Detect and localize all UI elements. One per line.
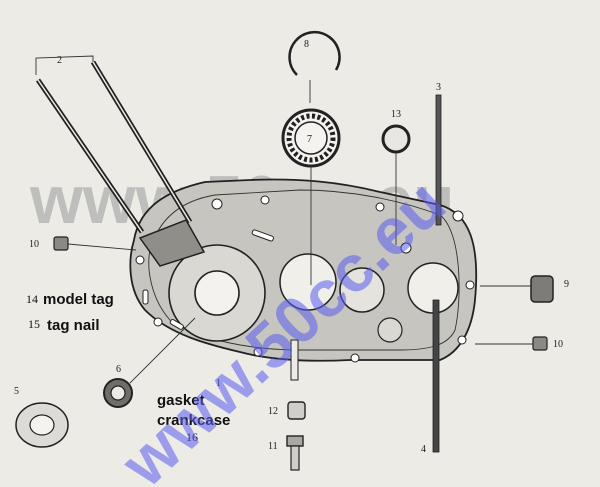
gear-bore: [339, 267, 385, 313]
note-model-tag: model tag: [43, 291, 114, 308]
kick-shaft: [432, 299, 440, 453]
drain-nut: [287, 401, 306, 420]
shaft-hole: [377, 317, 403, 343]
drain-boss: [290, 339, 299, 381]
label-11: 11: [268, 441, 278, 452]
drain-bolt-head: [286, 435, 304, 447]
case-slots: [142, 229, 274, 330]
drain-bolt-shank: [290, 445, 300, 471]
label-9: 9: [564, 279, 569, 290]
label-7: 7: [307, 134, 312, 145]
note-tag-nail: tag nail: [47, 317, 100, 334]
label-3: 3: [436, 82, 441, 93]
stud-mount-block: [138, 219, 206, 267]
label-5: 5: [14, 386, 19, 397]
circlip: [288, 30, 341, 76]
dowel-right: [532, 336, 548, 351]
label-10-left: 10: [29, 239, 39, 250]
label-10-right: 10: [553, 339, 563, 350]
label-16: 16: [186, 430, 198, 444]
note-crankcase: crankcase: [157, 412, 230, 429]
note-14-num: 14: [26, 292, 38, 306]
label-13: 13: [391, 109, 401, 120]
bolt-holes: [135, 195, 475, 363]
bush: [530, 275, 554, 303]
seal-ring: [381, 124, 411, 154]
note-15-num: 15: [28, 317, 40, 331]
dowel-left: [53, 236, 69, 251]
note-gasket: gasket: [157, 392, 205, 409]
label-8: 8: [304, 39, 309, 50]
label-1: 1: [216, 378, 221, 389]
crankshaft-hole: [194, 270, 240, 316]
label-6: 6: [116, 364, 121, 375]
label-12: 12: [268, 406, 278, 417]
label-2: 2: [57, 55, 62, 66]
clutch-bore: [279, 253, 337, 311]
shift-rod: [435, 94, 442, 226]
label-4: 4: [421, 444, 426, 455]
stud-bracket: [35, 55, 94, 75]
